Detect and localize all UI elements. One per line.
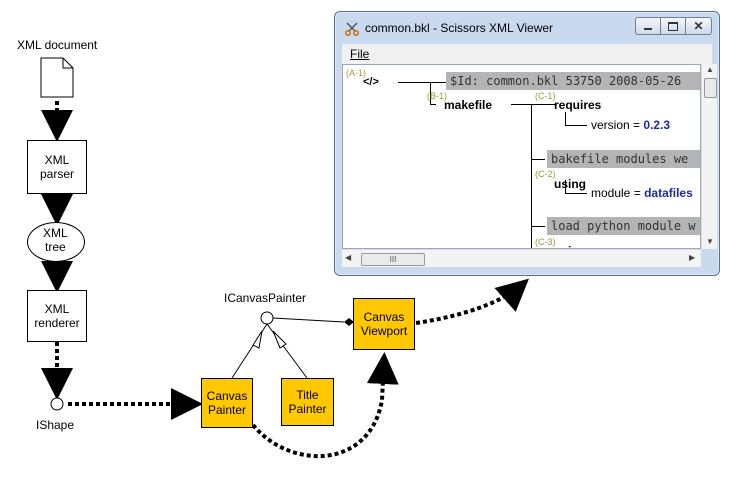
xml-tree-ellipse xyxy=(27,222,85,262)
minimize-icon xyxy=(644,28,652,30)
xml-renderer-box: XML renderer xyxy=(27,290,87,342)
window-titlebar[interactable]: common.bkl - Scissors XML Viewer ✕ xyxy=(335,12,719,44)
realization-arrowhead-right xyxy=(272,330,287,349)
scroll-right-icon[interactable]: ▶ xyxy=(689,253,696,262)
vertical-scrollbar[interactable]: ▲ ▼ xyxy=(701,64,717,249)
makefile-node[interactable]: makefile xyxy=(444,98,493,112)
scissors-icon xyxy=(345,22,359,41)
tree-tag-b1: (B-1) xyxy=(427,91,447,101)
xml-tree-label: XML tree xyxy=(43,226,68,254)
attr-name-module: module xyxy=(591,186,631,200)
close-icon: ✕ xyxy=(693,19,704,33)
close-button[interactable]: ✕ xyxy=(685,17,712,35)
requires-attribute[interactable]: version = 0.2.3 xyxy=(591,118,670,132)
window-title: common.bkl - Scissors XML Viewer xyxy=(365,21,554,35)
icanvaspainter-label: ICanvasPainter xyxy=(224,291,307,305)
comment-node-3[interactable]: load python module w xyxy=(547,217,700,235)
using-node-2[interactable]: using xyxy=(554,244,586,248)
menu-bar: File xyxy=(342,44,712,64)
flow-viewport-to-window xyxy=(415,278,529,325)
xml-document-label: XML document xyxy=(17,38,98,52)
horizontal-scrollbar[interactable]: ◀ III ▶ xyxy=(342,249,701,267)
maximize-icon xyxy=(668,21,678,31)
realization-arrowhead-left xyxy=(252,330,263,349)
maximize-button[interactable] xyxy=(660,17,686,35)
attr-equals: = xyxy=(633,118,641,132)
attr-equals: = xyxy=(633,186,641,200)
ishape-label: IShape xyxy=(36,418,75,432)
requires-node[interactable]: requires xyxy=(554,98,602,112)
scroll-down-icon[interactable]: ▼ xyxy=(706,237,714,246)
vertical-scroll-thumb[interactable] xyxy=(704,78,717,98)
canvas-viewport-box: Canvas Viewport xyxy=(353,298,415,350)
root-node[interactable]: </> xyxy=(363,76,379,88)
tree-tag-c1: (C-1) xyxy=(535,91,556,101)
attr-value-module: datafiles xyxy=(644,186,693,200)
minimize-button[interactable] xyxy=(635,17,661,35)
horizontal-scroll-thumb[interactable]: III xyxy=(361,253,425,266)
menu-file[interactable]: File xyxy=(350,47,370,61)
xml-viewer-window: common.bkl - Scissors XML Viewer ✕ File … xyxy=(334,11,720,276)
title-painter-box: Title Painter xyxy=(281,378,334,426)
comment-node-2[interactable]: bakefile modules we xyxy=(547,150,700,168)
tree-tag-c2: (C-2) xyxy=(535,169,556,179)
using-attribute[interactable]: module = datafiles xyxy=(591,186,693,200)
using-node-1[interactable]: using xyxy=(554,177,586,191)
attr-name-version: version xyxy=(591,118,630,132)
xml-tree-view[interactable]: (A-1) </> $Id: common.bkl 53750 2008-05-… xyxy=(342,64,701,249)
scroll-up-icon[interactable]: ▲ xyxy=(706,65,714,74)
xml-document-icon xyxy=(40,57,74,98)
comment-node-1[interactable]: $Id: common.bkl 53750 2008-05-26 xyxy=(446,72,700,90)
flow-painter-to-viewport xyxy=(251,352,399,459)
attr-value-version: 0.2.3 xyxy=(643,118,671,132)
canvas-painter-box: Canvas Painter xyxy=(201,378,253,428)
icanvaspainter-interface-circle xyxy=(260,311,274,325)
composition-diamond xyxy=(344,318,354,326)
xml-parser-box: XML parser xyxy=(27,140,87,194)
ishape-interface-circle xyxy=(50,397,64,411)
scroll-left-icon[interactable]: ◀ xyxy=(345,253,352,262)
tree-tag-c3: (C-3) xyxy=(535,237,556,247)
tree-tag-a1: (A-1) xyxy=(346,68,366,78)
